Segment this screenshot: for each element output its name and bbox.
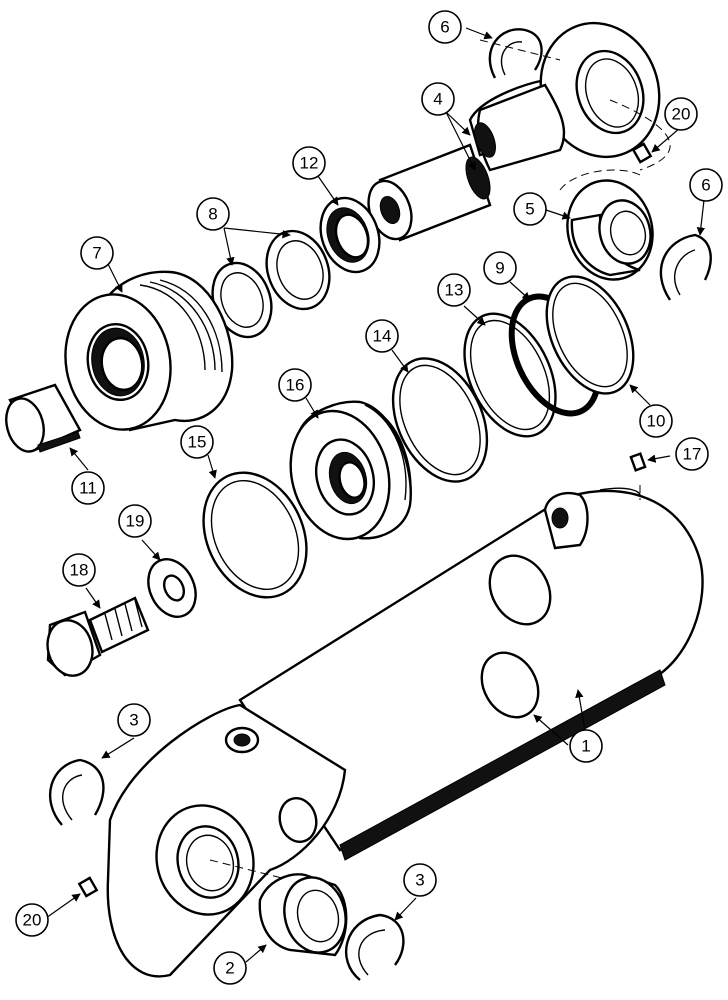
callout-3-left: 3 (117, 703, 151, 737)
callout-11: 11 (71, 471, 105, 505)
retaining-ring-top (479, 28, 561, 79)
cylinder-barrel-1 (238, 485, 704, 861)
callout-4: 4 (421, 82, 455, 116)
seals-8 (211, 229, 331, 339)
callout-label: 15 (188, 433, 207, 452)
washer-19 (147, 558, 197, 618)
callout-label: 5 (525, 200, 534, 219)
callout-6-right: 6 (689, 168, 723, 202)
callout-12: 12 (292, 146, 326, 180)
callout-10: 10 (639, 404, 673, 438)
grease-fitting-top (609, 99, 671, 171)
callout-label: 7 (92, 244, 101, 263)
piston-16 (289, 400, 412, 541)
seal-14 (391, 357, 489, 483)
callout-label: 8 (208, 205, 217, 224)
callout-label: 6 (440, 18, 449, 37)
callout-20-bottom: 20 (15, 903, 49, 937)
callout-20-top: 20 (664, 97, 698, 131)
rod-sleeve (367, 122, 496, 242)
callout-label: 20 (672, 105, 691, 124)
callout-label: 2 (225, 959, 234, 978)
grease-fitting-bottom (77, 876, 99, 898)
callout-label: 19 (126, 512, 145, 531)
callout-13: 13 (437, 273, 471, 307)
bolt-18 (46, 596, 150, 677)
callout-6-top: 6 (428, 10, 462, 44)
bushing-2 (258, 873, 348, 957)
callout-15: 15 (180, 425, 214, 459)
callout-label: 3 (415, 871, 424, 890)
callout-label: 18 (70, 561, 89, 580)
rod-end-eye (468, 21, 661, 172)
callout-label: 6 (701, 176, 710, 195)
callout-label: 16 (286, 376, 305, 395)
bleed-screw-17 (629, 452, 647, 472)
callout-label: 11 (79, 479, 97, 498)
backup-ring-10 (545, 275, 635, 395)
callout-2: 2 (213, 951, 247, 985)
callout-7: 7 (80, 236, 114, 270)
callout-14: 14 (365, 319, 399, 353)
retaining-ring-3-left (48, 758, 105, 826)
callout-8: 8 (196, 197, 230, 231)
callout-label: 20 (23, 911, 42, 930)
callout-18: 18 (62, 553, 96, 587)
bushing-11 (5, 383, 82, 453)
callout-9: 9 (483, 251, 517, 285)
callout-label: 4 (433, 90, 442, 109)
clevis-end (106, 703, 347, 978)
callout-16: 16 (278, 368, 312, 402)
seal-15 (202, 471, 308, 599)
retaining-ring-3-bottom (344, 913, 405, 981)
callout-3-bottom: 3 (403, 863, 437, 897)
callout-1: 1 (569, 729, 603, 763)
callout-label: 17 (683, 445, 702, 464)
retaining-ring-right (659, 233, 712, 301)
callout-label: 14 (373, 327, 392, 346)
callout-19: 19 (118, 504, 152, 538)
callout-label: 1 (581, 737, 590, 756)
callout-label: 3 (129, 711, 138, 730)
leader-lines (45, 27, 706, 963)
callout-label: 13 (445, 281, 464, 300)
callout-5: 5 (513, 192, 547, 226)
callout-label: 10 (647, 412, 666, 431)
callout-label: 12 (300, 154, 319, 173)
wiper-seal-12 (319, 196, 381, 274)
callout-17: 17 (675, 437, 709, 471)
callout-label: 9 (495, 259, 504, 278)
gland-7 (64, 270, 234, 432)
bushing-5 (559, 169, 654, 281)
